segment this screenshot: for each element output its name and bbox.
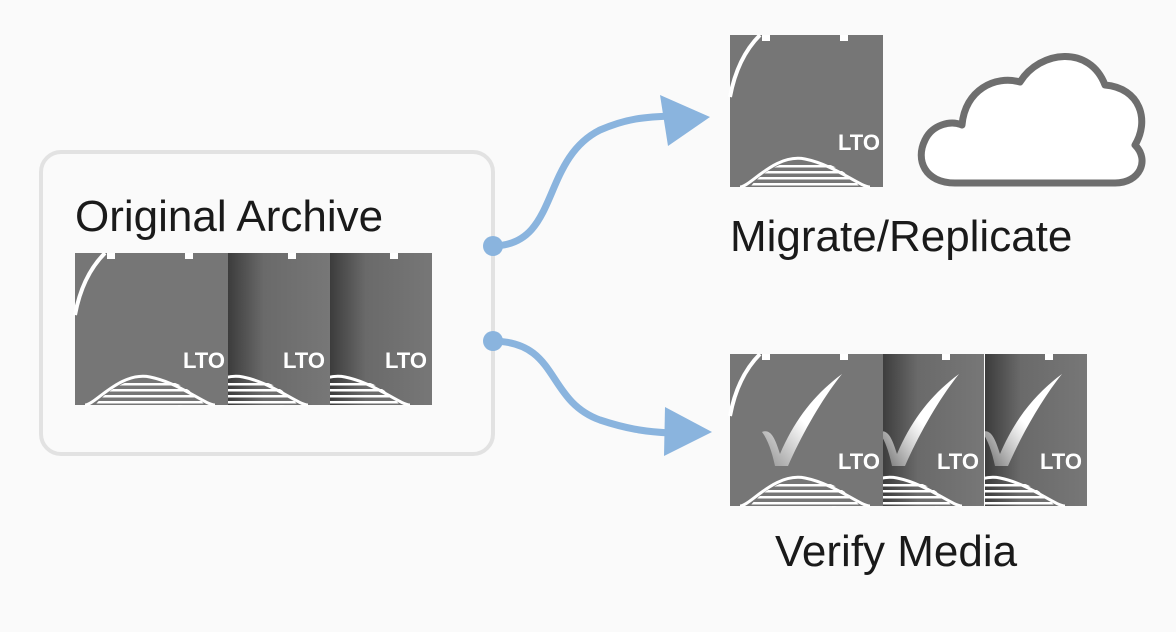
lto-label: LTO — [937, 449, 979, 474]
checkmark-icon — [982, 374, 1062, 466]
lto-label: LTO — [1040, 449, 1082, 474]
verify-cartridge-1: LTO — [728, 352, 883, 508]
lto-label: LTO — [838, 130, 880, 155]
checkmark-icon — [762, 374, 842, 466]
source-title: Original Archive — [75, 192, 384, 241]
verify-cartridge-3: LTO — [934, 354, 1087, 508]
source-cartridge-2: LTO — [177, 253, 330, 407]
migrate-cartridge: LTO — [728, 33, 883, 189]
cloud-icon — [917, 53, 1146, 187]
lto-label: LTO — [183, 348, 225, 373]
arrow-start-dot — [483, 236, 503, 256]
verify-title: Verify Media — [775, 527, 1018, 576]
arrow-to-migrate — [483, 95, 710, 256]
arrow-to-verify — [483, 331, 712, 456]
arrows — [483, 95, 712, 456]
checkmark-icon — [879, 374, 959, 466]
cartridges: LTO LTO LTO LTO LTO LTO LTO — [73, 33, 1087, 508]
lto-label: LTO — [385, 348, 427, 373]
lto-label: LTO — [283, 348, 325, 373]
lto-label: LTO — [838, 449, 880, 474]
arrowhead-icon — [664, 407, 712, 456]
migrate-title: Migrate/Replicate — [730, 212, 1073, 261]
arrow-start-dot — [483, 331, 503, 351]
source-box — [39, 150, 495, 456]
arrowhead-icon — [660, 95, 710, 146]
source-cartridge-1: LTO — [73, 251, 228, 407]
